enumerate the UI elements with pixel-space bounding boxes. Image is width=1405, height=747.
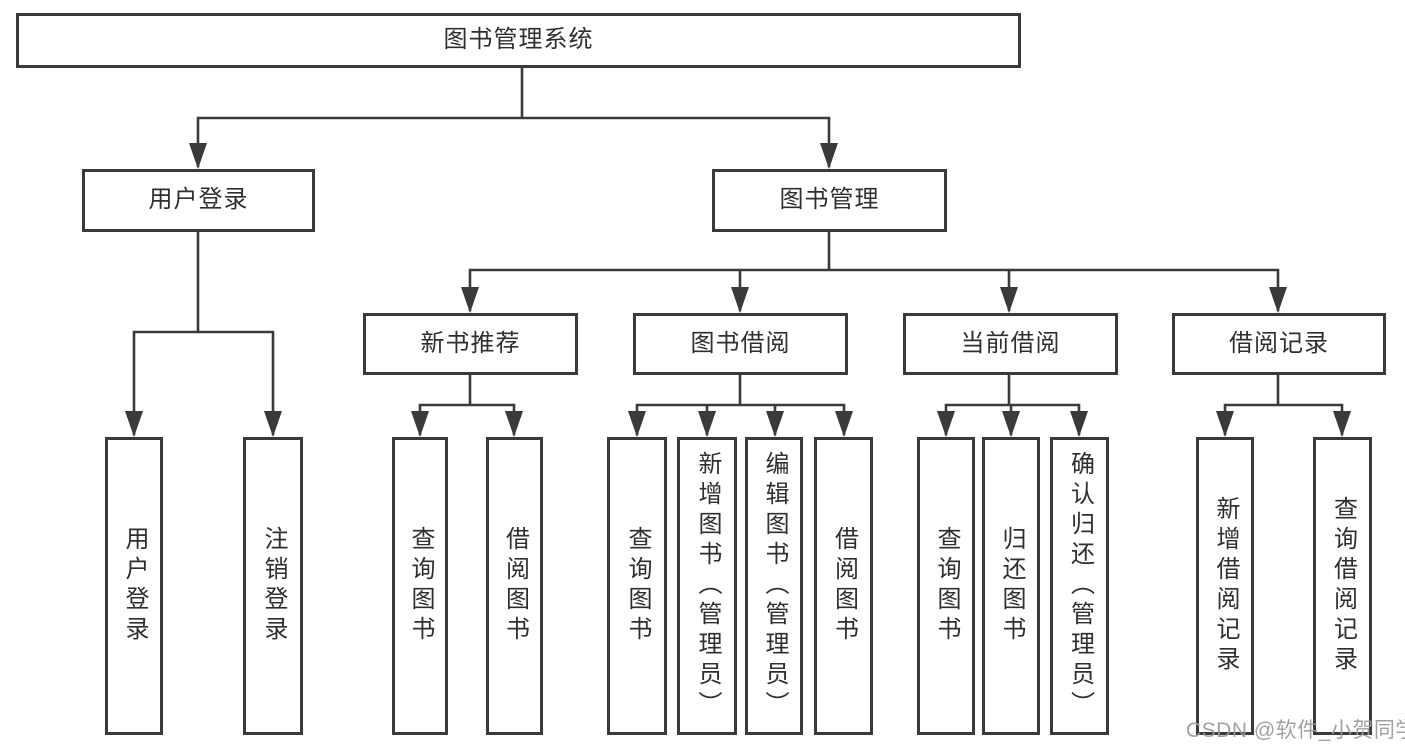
node-login-group-label: 用户登录 — [148, 186, 249, 214]
node-user-logout-label: 注销登录 — [260, 526, 287, 646]
node-nbr-query-books-label: 查询图书 — [407, 526, 434, 646]
node-nbr-borrow-books-label: 借阅图书 — [501, 526, 529, 646]
node-bb-edit-books: 编辑图书（管理员） — [745, 437, 803, 735]
arrowhead-icon — [125, 411, 143, 437]
node-new-book-rec: 新书推荐 — [363, 313, 578, 375]
node-current-borrow: 当前借阅 — [903, 313, 1118, 375]
arrowhead-icon — [1269, 287, 1287, 313]
connector-line-group — [132, 66, 1344, 436]
arrowhead-icon — [766, 411, 784, 437]
node-bb-query-books-label: 查询图书 — [624, 526, 651, 646]
node-borrow-records: 借阅记录 — [1172, 313, 1386, 375]
node-borrow-records-label: 借阅记录 — [1229, 329, 1329, 357]
node-br-query-record: 查询借阅记录 — [1313, 437, 1372, 735]
arrowhead-icon — [820, 143, 838, 169]
node-book-mgmt: 图书管理 — [712, 169, 947, 232]
node-bb-add-books: 新增图书（管理员） — [677, 437, 737, 735]
arrowhead-icon — [189, 143, 207, 169]
node-br-add-record-label: 新增借阅记录 — [1212, 496, 1239, 676]
node-bb-borrow-books-label: 借阅图书 — [830, 526, 858, 646]
node-bb-edit-books-label: 编辑图书（管理员） — [761, 451, 788, 721]
node-nbr-borrow-books: 借阅图书 — [486, 437, 543, 735]
node-user-logout: 注销登录 — [243, 437, 303, 735]
node-current-borrow-label: 当前借阅 — [960, 329, 1061, 357]
arrowhead-icon — [1333, 411, 1351, 437]
node-cb-query-books: 查询图书 — [917, 437, 975, 735]
connector-path — [132, 66, 1344, 436]
node-root-label: 图书管理系统 — [443, 26, 594, 54]
arrowhead-icon — [1002, 411, 1020, 437]
node-bb-borrow-books: 借阅图书 — [814, 437, 873, 735]
node-bb-query-books: 查询图书 — [607, 437, 667, 735]
arrowhead-icon — [628, 411, 646, 437]
node-root: 图书管理系统 — [16, 13, 1021, 68]
arrowhead-icons — [125, 143, 1351, 437]
node-br-query-record-label: 查询借阅记录 — [1329, 496, 1357, 676]
node-cb-return-books-label: 归还图书 — [998, 526, 1025, 646]
arrowhead-icon — [698, 411, 716, 437]
node-nbr-query-books: 查询图书 — [392, 437, 448, 735]
arrowhead-icon — [1070, 411, 1088, 437]
node-book-borrow: 图书借阅 — [633, 313, 848, 375]
node-book-mgmt-label: 图书管理 — [779, 186, 880, 214]
arrowhead-icon — [731, 287, 749, 313]
arrowhead-icon — [505, 411, 523, 437]
arrowhead-icon — [264, 411, 282, 437]
node-new-book-rec-label: 新书推荐 — [420, 329, 521, 357]
node-book-borrow-label: 图书借阅 — [690, 329, 791, 357]
node-login-group: 用户登录 — [82, 169, 315, 232]
node-user-login: 用户登录 — [105, 437, 163, 735]
node-bb-add-books-label: 新增图书（管理员） — [694, 451, 721, 721]
arrowhead-icon — [1000, 287, 1018, 313]
node-cb-query-books-label: 查询图书 — [933, 526, 960, 646]
csdn-watermark: CSDN @软件_小贺同学 — [1186, 719, 1405, 742]
node-cb-confirm-return-label: 确认归还（管理员） — [1066, 451, 1094, 721]
arrowhead-icon — [411, 411, 429, 437]
arrowhead-icon — [835, 411, 853, 437]
arrowhead-icon — [937, 411, 955, 437]
arrowhead-icon — [1216, 411, 1234, 437]
node-user-login-label: 用户登录 — [121, 526, 148, 646]
node-cb-return-books: 归还图书 — [982, 437, 1040, 735]
node-br-add-record: 新增借阅记录 — [1196, 437, 1254, 735]
arrowhead-icon — [461, 287, 479, 313]
node-cb-confirm-return: 确认归还（管理员） — [1050, 437, 1109, 735]
